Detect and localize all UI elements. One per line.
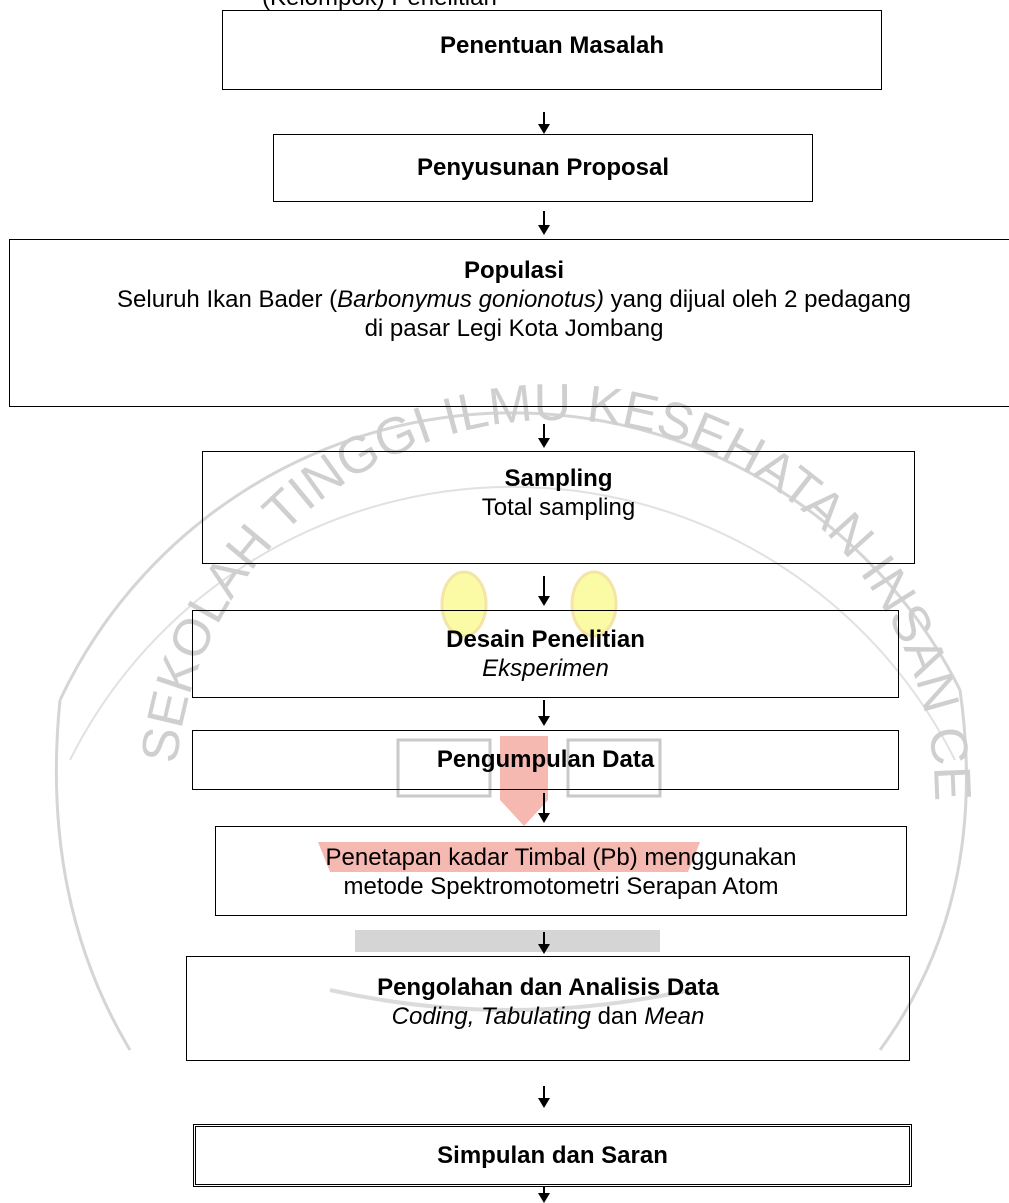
step-description: Total sampling: [481, 494, 636, 521]
flow-arrow: [538, 700, 550, 726]
step-description: Seluruh Ikan Bader (Barbonymus gonionotu…: [117, 286, 911, 313]
step-penentuan-masalah: Penentuan Masalah: [222, 10, 882, 90]
step-description: Eksperimen: [482, 655, 609, 682]
step-title: Simpulan dan Saran: [437, 1142, 668, 1169]
step-desain-penelitian: Desain Penelitian Eksperimen: [192, 610, 899, 698]
step-populasi: Populasi Seluruh Ikan Bader (Barbonymus …: [9, 239, 1009, 407]
step-sampling: Sampling Total sampling: [202, 451, 915, 564]
flow-arrow: [538, 793, 550, 823]
step-description: Penetapan kadar Timbal (Pb) menggunakan: [325, 844, 797, 871]
step-pengolahan-analisis: Pengolahan dan Analisis Data Coding, Tab…: [186, 956, 910, 1061]
step-penetapan-kadar: Penetapan kadar Timbal (Pb) menggunakan …: [215, 826, 907, 916]
flow-arrow: [538, 576, 550, 606]
flow-arrow: [538, 211, 550, 235]
step-title: Pengolahan dan Analisis Data: [377, 974, 719, 1001]
step-penyusunan-proposal: Penyusunan Proposal: [273, 134, 813, 202]
header-fragment: (Kelompok) Penelitian: [262, 0, 497, 12]
step-pengumpulan-data: Pengumpulan Data: [192, 730, 899, 790]
step-title: Penyusunan Proposal: [416, 154, 670, 181]
step-title: Penentuan Masalah: [439, 32, 665, 59]
step-title: Populasi: [463, 257, 565, 284]
flow-arrow: [538, 1186, 550, 1203]
step-title: Desain Penelitian: [446, 626, 645, 653]
step-description: metode Spektromotometri Serapan Atom: [343, 873, 779, 900]
step-title: Sampling: [504, 465, 613, 492]
step-title: Pengumpulan Data: [436, 746, 655, 773]
flow-arrow: [538, 424, 550, 448]
step-description: Coding, Tabulating dan Mean: [391, 1003, 705, 1030]
step-simpulan-saran: Simpulan dan Saran: [193, 1124, 912, 1187]
flow-arrow: [538, 1086, 550, 1108]
flow-arrow: [538, 932, 550, 954]
flow-arrow: [538, 112, 550, 134]
step-description: di pasar Legi Kota Jombang: [364, 315, 664, 342]
